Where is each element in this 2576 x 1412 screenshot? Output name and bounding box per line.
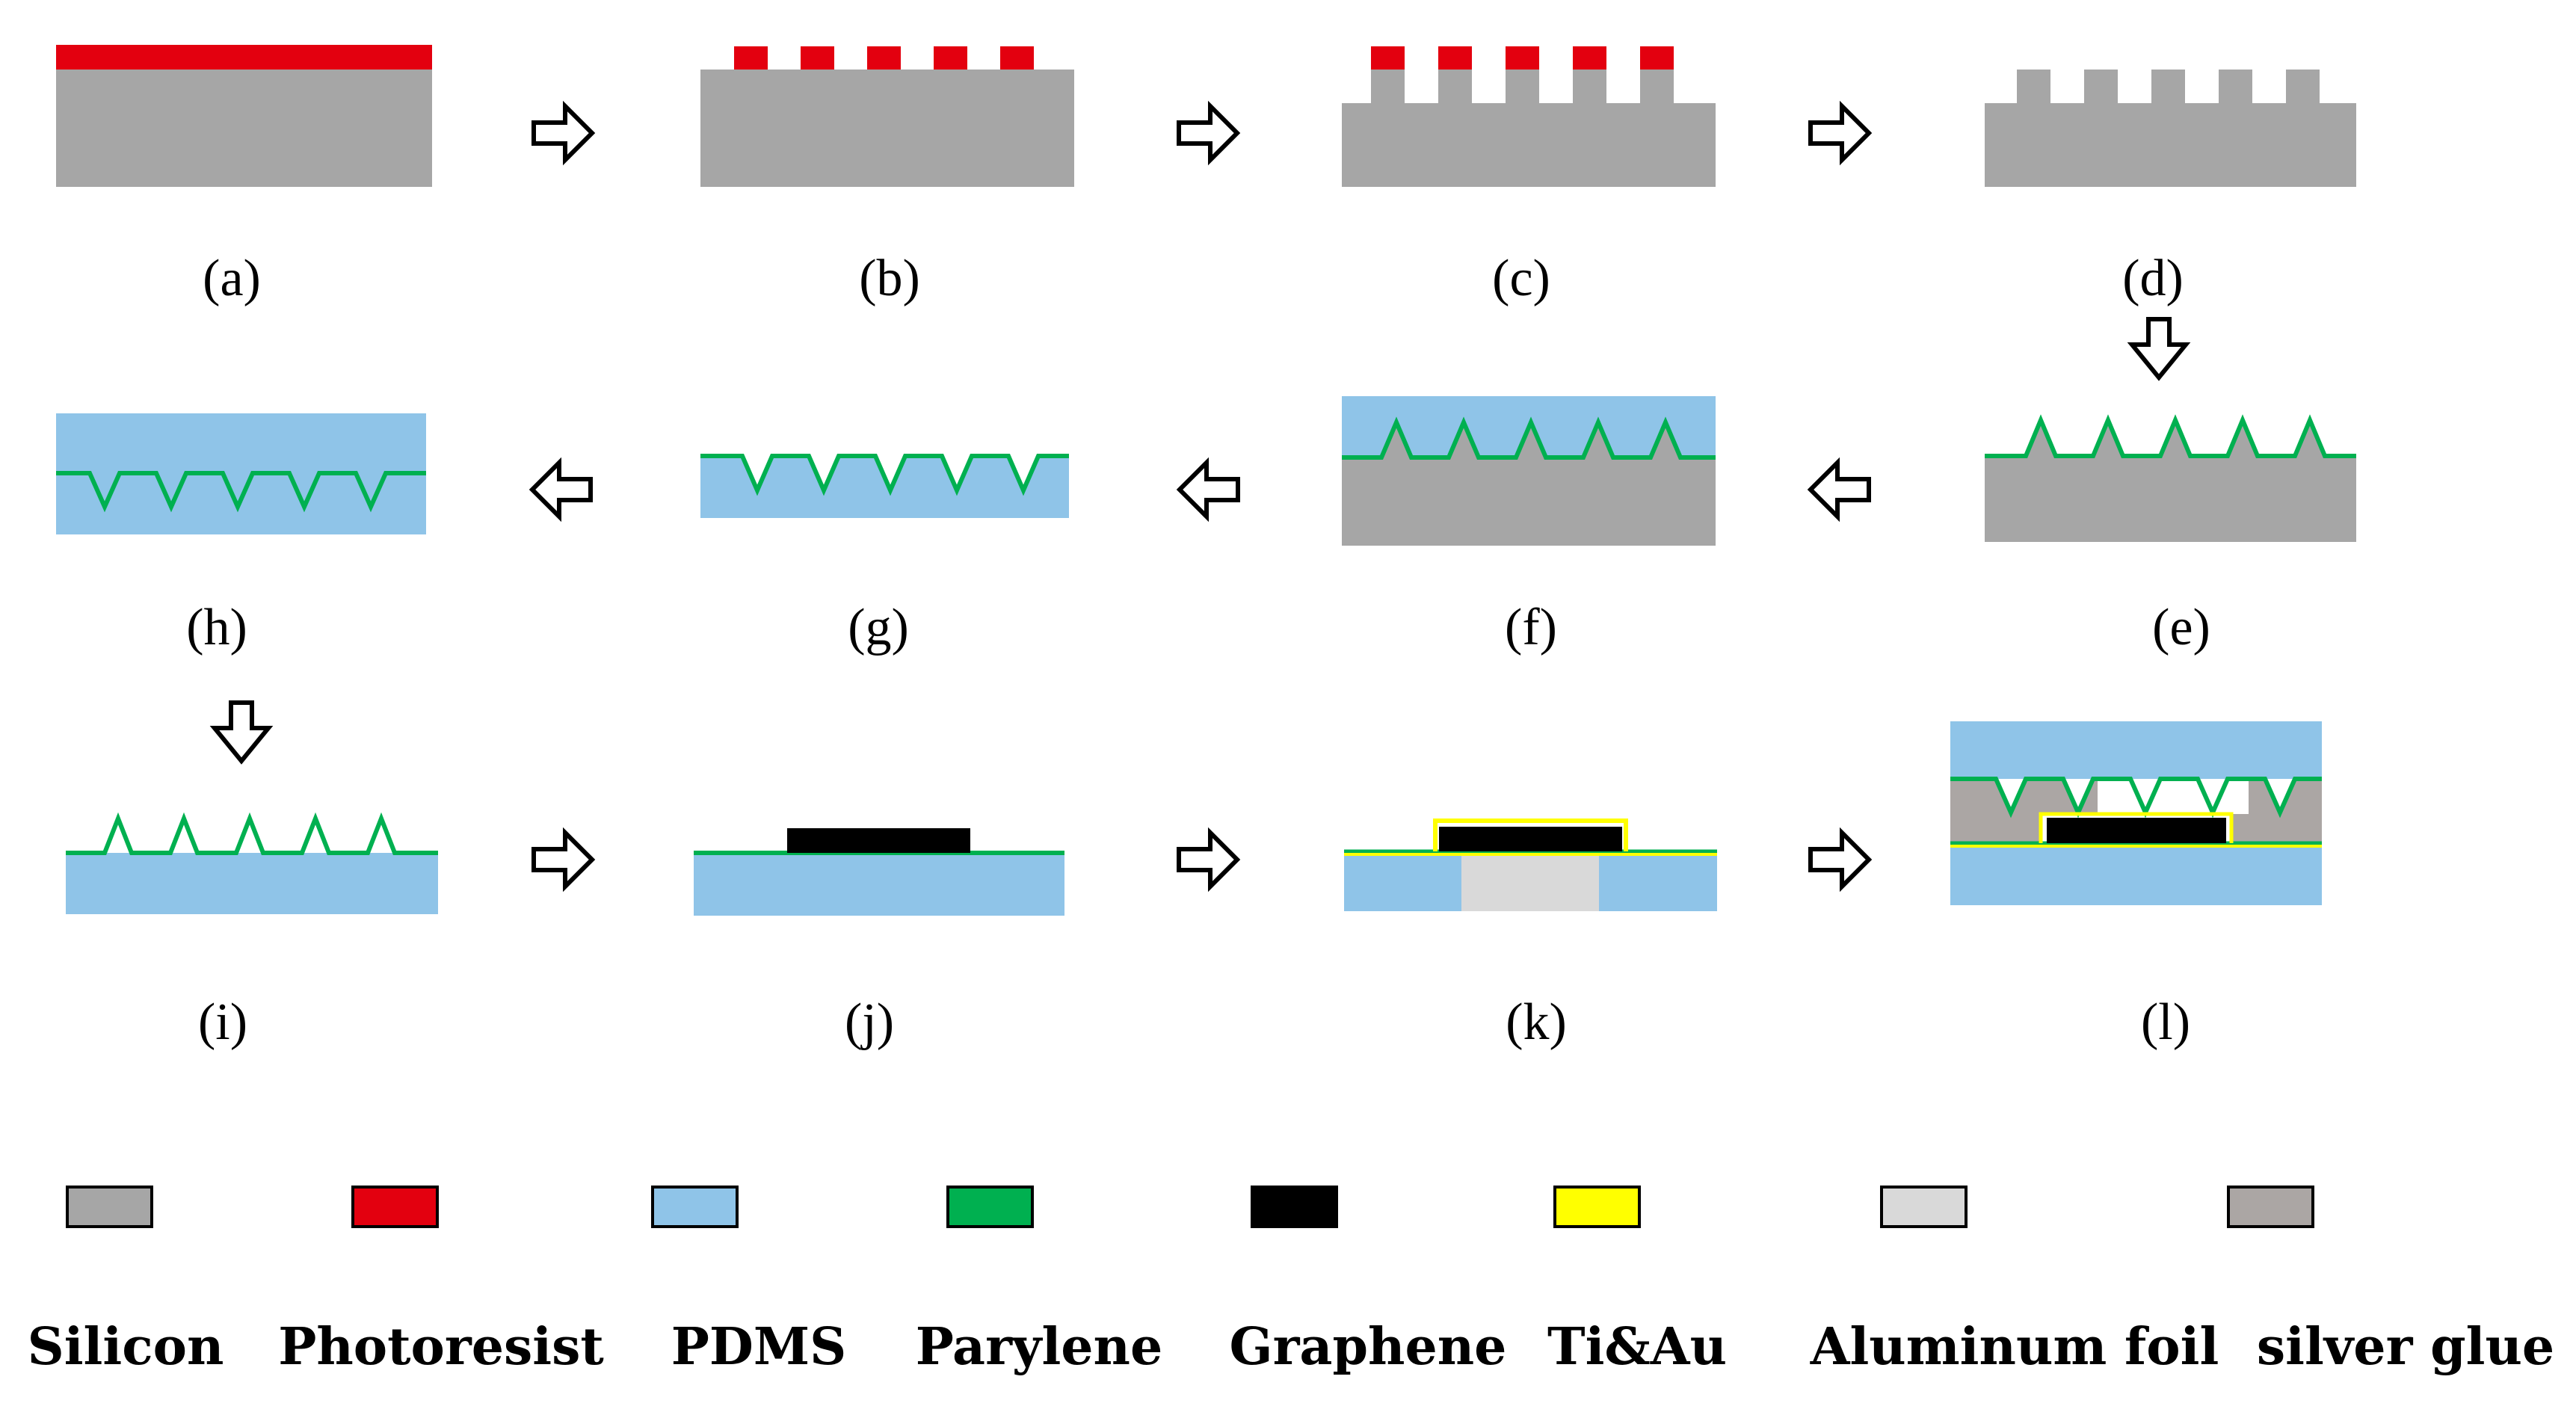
photoresist-layer: [56, 45, 432, 70]
step-d-illustration: [1985, 70, 2356, 187]
legend-swatch-photoresist: [351, 1186, 439, 1228]
parylene-film: [56, 471, 426, 513]
silicon-mold: [1985, 420, 2356, 542]
arrow-left-icon: [1176, 457, 1240, 522]
pdms-layer: [56, 413, 426, 534]
step-label-g: (g): [848, 599, 909, 656]
step-c-illustration: [1342, 46, 1716, 187]
arrow-right-icon: [1177, 100, 1241, 166]
photoresist-block: [1640, 46, 1674, 70]
photoresist-pattern: [1371, 46, 1674, 70]
arrow-right-icon: [1808, 100, 1873, 166]
photoresist-block: [934, 46, 967, 70]
graphene-layer: [1439, 827, 1622, 851]
legend-swatch-silicon: [66, 1186, 153, 1228]
step-g-illustration: [700, 454, 1069, 518]
pdms-layer: [700, 456, 1069, 518]
legend-swatch-graphene: [1251, 1186, 1338, 1228]
step-label-c: (c): [1492, 250, 1550, 307]
pdms-bottom-layer: [1950, 844, 2322, 905]
photoresist-block: [1371, 46, 1405, 70]
process-arrows: [209, 100, 2191, 892]
legend-label-graphene: Graphene: [1230, 1317, 1507, 1377]
silicon-substrate: [700, 70, 1074, 187]
legend-swatch-silver: [2227, 1186, 2314, 1228]
arrow-right-icon: [531, 827, 596, 892]
photoresist-pattern: [734, 46, 1034, 70]
pdms-layer: [66, 853, 438, 914]
legend-label-silicon: Silicon: [28, 1317, 224, 1377]
legend: Silicon Photoresist PDMS Parylene Graphene Ti…: [28, 1186, 2554, 1377]
step-label-l: (l): [2141, 993, 2190, 1051]
parylene-film: [66, 812, 438, 855]
step-l-illustration: [1950, 721, 2322, 905]
step-i-illustration: [66, 812, 438, 914]
step-j-illustration: [694, 828, 1064, 916]
silicon-mold: [1342, 422, 1716, 546]
silicon-substrate: [56, 70, 432, 187]
legend-label-tiau: Ti&Au: [1547, 1317, 1727, 1377]
step-a-illustration: [56, 45, 432, 187]
photoresist-block: [801, 46, 834, 70]
legend-swatch-tiau: [1553, 1186, 1641, 1228]
arrow-down-icon: [2127, 317, 2191, 381]
silver-glue: [1950, 779, 2322, 842]
silicon-mold: [1985, 70, 2356, 187]
step-label-e: (e): [2152, 599, 2210, 656]
step-label-f: (f): [1505, 599, 1557, 656]
parylene-film: [1985, 414, 2356, 458]
photoresist-block: [1438, 46, 1472, 70]
pdms-layer: [694, 853, 1064, 916]
tiau-electrode: [1433, 818, 1628, 851]
parylene-film: [700, 454, 1069, 496]
legend-swatch-aluminum: [1880, 1186, 1968, 1228]
etched-silicon: [1342, 70, 1716, 187]
legend-label-silver: silver glue: [2257, 1317, 2554, 1377]
parylene-film: [1342, 416, 1716, 460]
photoresist-block: [734, 46, 768, 70]
arrow-right-icon: [531, 100, 596, 166]
photoresist-block: [1506, 46, 1539, 70]
aluminum-foil: [1461, 853, 1599, 911]
arrow-right-icon: [1808, 827, 1873, 892]
graphene-layer: [787, 828, 970, 853]
photoresist-block: [1573, 46, 1606, 70]
step-label-d: (d): [2122, 250, 2184, 307]
legend-label-photoresist: Photoresist: [278, 1317, 604, 1377]
tiau-electrode: [2039, 812, 2234, 843]
step-label-i: (i): [198, 993, 247, 1051]
legend-label-aluminum: Aluminum foil: [1810, 1317, 2219, 1377]
arrow-left-icon: [1807, 457, 1871, 522]
step-label-j: (j): [845, 993, 894, 1051]
step-h-illustration: [56, 413, 426, 534]
legend-swatch-pdms: [651, 1186, 739, 1228]
photoresist-block: [867, 46, 901, 70]
arrow-right-icon: [1177, 827, 1241, 892]
step-label-h: (h): [186, 599, 247, 656]
legend-swatch-parylene: [946, 1186, 1034, 1228]
step-label-a: (a): [203, 250, 261, 307]
photoresist-block: [1000, 46, 1034, 70]
step-e-illustration: [1985, 414, 2356, 542]
arrow-left-icon: [529, 457, 593, 522]
step-k-illustration: [1344, 818, 1717, 911]
pdms-top-layer: [1950, 721, 2322, 779]
graphene-layer: [2047, 818, 2226, 843]
arrow-down-icon: [209, 700, 274, 765]
step-label-b: (b): [859, 250, 920, 307]
step-label-k: (k): [1506, 993, 1567, 1051]
step-f-illustration: [1342, 396, 1716, 546]
legend-label-pdms: PDMS: [671, 1317, 846, 1377]
legend-label-parylene: Parylene: [916, 1317, 1163, 1377]
step-b-illustration: [700, 46, 1074, 187]
